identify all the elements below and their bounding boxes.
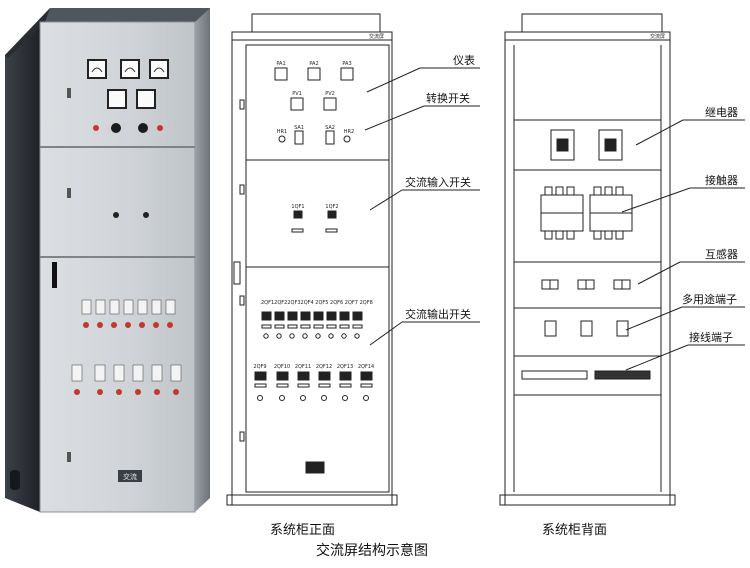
back-header-tag: 交流屏 xyxy=(650,33,665,40)
annotation-transformer: 互感器 xyxy=(705,248,738,261)
meter-label-pa3: PA3 xyxy=(342,61,351,67)
output-breaker-label-12: 2QF12 xyxy=(316,364,332,370)
photo-meters xyxy=(87,59,169,109)
front-caption: 系统柜正面 xyxy=(270,523,336,538)
input-breaker-label-2: 1QF2 xyxy=(325,204,338,210)
lamp-label-hr2: HR2 xyxy=(344,129,354,135)
back-view xyxy=(499,13,745,506)
front-view xyxy=(226,13,480,506)
switch-label-sa2: SA2 xyxy=(325,125,335,131)
lamp-label-hr1: HR1 xyxy=(277,129,287,135)
output-breaker-label-13: 2QF13 xyxy=(337,364,353,370)
meter-label-pv2: PV2 xyxy=(325,91,335,97)
photo-breakers-row2 xyxy=(71,364,182,395)
photo-door-label: 交流 xyxy=(123,472,137,481)
meter-label-pa2: PA2 xyxy=(309,61,318,67)
figure-title: 交流屏结构示意图 xyxy=(316,543,428,559)
annotation-terminal: 接线端子 xyxy=(689,330,733,344)
output-breaker-row1-labels: 2QF12QF22QF32QF4 2QF5 2QF6 2QF7 2QF8 xyxy=(261,300,373,306)
switch-label-sa1: SA1 xyxy=(294,125,304,131)
cabinet-photo: 交流 xyxy=(5,8,210,513)
meter-label-pa1: PA1 xyxy=(276,61,285,67)
annotation-ac-output: 交流输出开关 xyxy=(405,307,471,321)
output-breaker-label-11: 2QF11 xyxy=(295,364,311,370)
annotation-ac-input: 交流输入开关 xyxy=(405,175,471,189)
photo-breakers-row1 xyxy=(81,299,176,328)
output-breaker-label-10: 2QF10 xyxy=(274,364,290,370)
back-caption: 系统柜背面 xyxy=(542,523,608,538)
front-header-tag: 交流屏 xyxy=(369,33,384,40)
annotation-multi-terminal: 多用途端子 xyxy=(682,292,737,306)
annotation-relay: 继电器 xyxy=(705,106,738,119)
annotation-meter: 仪表 xyxy=(453,53,475,67)
annotation-contactor: 接触器 xyxy=(705,173,738,187)
meter-label-pv1: PV1 xyxy=(292,91,302,97)
input-breaker-label-1: 1QF1 xyxy=(291,204,304,210)
output-breaker-label-14: 2QF14 xyxy=(358,364,374,370)
annotation-switch: 转换开关 xyxy=(426,91,470,105)
output-breaker-label-9: 2QF9 xyxy=(253,364,266,370)
